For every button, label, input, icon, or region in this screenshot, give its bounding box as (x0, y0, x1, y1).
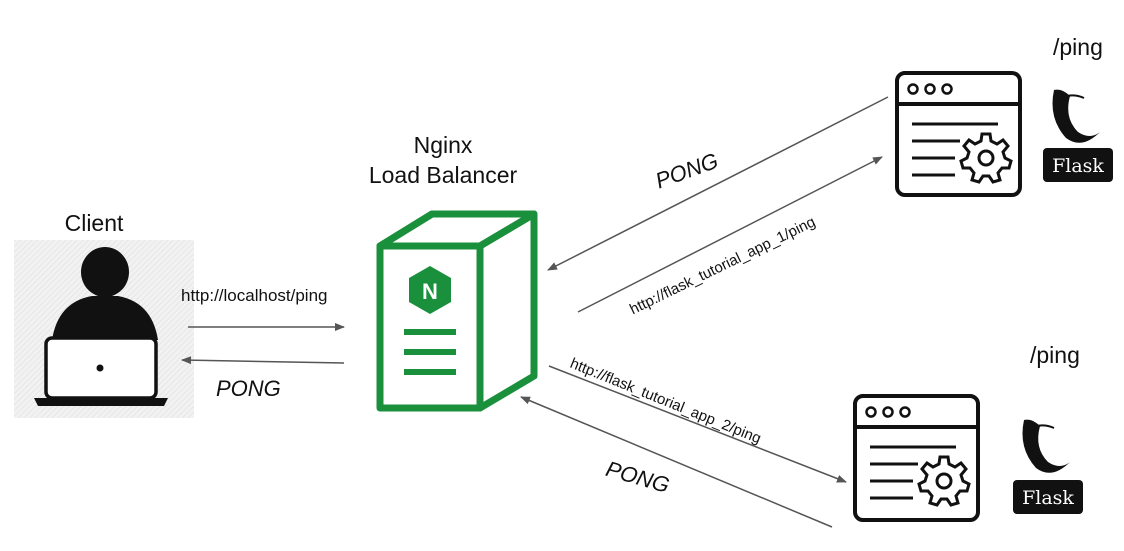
user-laptop-icon (14, 240, 194, 418)
client-label: Client (64, 210, 124, 236)
arrow-balancer-to-app1 (577, 156, 883, 313)
nginx-logo-icon: N (409, 266, 451, 314)
nginx-server-icon (376, 210, 538, 412)
arrow-app2-to-balancer (520, 396, 833, 528)
nginx-logo-letter: N (422, 279, 438, 304)
arrow-balancer-to-app2 (548, 365, 847, 483)
balancer-label: Nginx Load Balancer (350, 130, 536, 190)
flask-badge-text: Flask (1052, 155, 1104, 177)
client-response-label: PONG (216, 376, 281, 401)
app1-route-label: /ping (1053, 34, 1103, 60)
balancer-label-line2: Load Balancer (368, 162, 518, 188)
arrow-balancer-to-client (181, 356, 345, 365)
client-request-label: http://localhost/ping (181, 286, 328, 305)
app-window-gear-icon (853, 394, 980, 522)
flask-logo-icon: Flask (1013, 408, 1083, 514)
balancer-label-line1: Nginx (413, 132, 473, 158)
app2-route-label: /ping (1030, 342, 1080, 368)
flask-badge-text: Flask (1022, 487, 1074, 509)
app-window-gear-icon (895, 71, 1022, 197)
flask-logo-icon: Flask (1043, 78, 1113, 182)
arrow-app1-to-balancer (547, 96, 889, 271)
